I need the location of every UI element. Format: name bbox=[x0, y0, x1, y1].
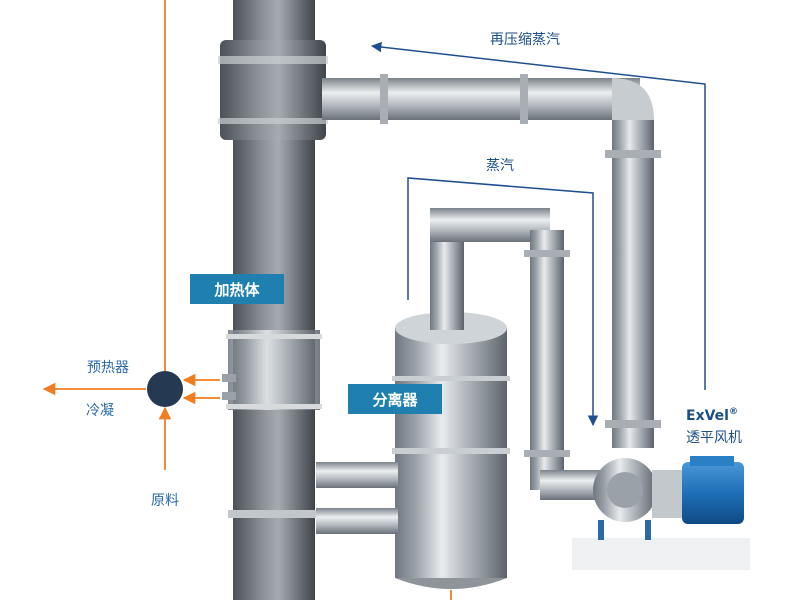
recompressed-steam-pipe bbox=[322, 74, 661, 448]
recompressed-steam-arrow bbox=[370, 41, 706, 390]
steam-arrow bbox=[407, 177, 599, 427]
turbo-fan-unit bbox=[572, 456, 750, 570]
steam-label: 蒸汽 bbox=[486, 158, 514, 174]
condensate-label: 冷凝 bbox=[86, 403, 114, 419]
heating-body-label: 加热体 bbox=[213, 281, 260, 299]
raw-material-label: 原料 bbox=[151, 493, 179, 509]
heating-body-label-box: 加热体 bbox=[190, 274, 284, 304]
recompressed-steam-label: 再压缩蒸汽 bbox=[490, 32, 560, 48]
preheater-label: 预热器 bbox=[87, 360, 129, 376]
separator-label: 分离器 bbox=[372, 391, 418, 409]
fan-brand-label: ExVel® bbox=[686, 407, 738, 424]
connecting-pipes bbox=[316, 462, 398, 534]
separator-label-box: 分离器 bbox=[348, 384, 442, 414]
fan-name-label: 透平风机 bbox=[686, 430, 742, 446]
preheater-node bbox=[147, 371, 183, 407]
